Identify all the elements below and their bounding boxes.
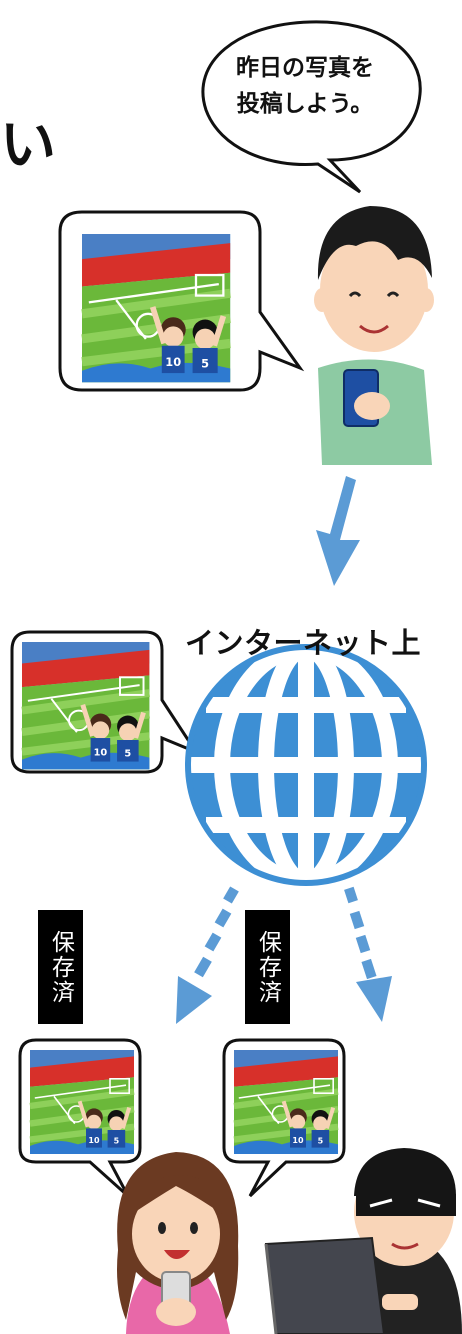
poster-photo-bubble [58,210,305,392]
poster-stadium-photo [82,234,230,382]
internet-stadium-photo [22,642,149,769]
heading-fragment: い [0,113,58,178]
download-arrow-left [176,886,239,1024]
internet-photo-bubble [10,630,200,774]
viewer-person [117,1152,239,1334]
thief-photo-bubble [222,1038,346,1198]
internet-label: インターネット上 [185,626,422,660]
poster-speech-text: 昨日の写真を投稿しよう。 [236,55,374,117]
thief-person [264,1148,462,1334]
globe-icon [185,641,427,889]
upload-arrow [316,476,360,586]
saved-label-left: 保存済 [38,910,83,1024]
thief-stadium-photo [234,1050,338,1154]
download-arrow-right [344,886,392,1022]
poster-person [314,206,434,465]
viewer-photo-bubble [18,1038,142,1198]
poster-speech-bubble [201,20,422,194]
viewer-stadium-photo [30,1050,134,1154]
saved-label-right: 保存済 [245,910,290,1024]
